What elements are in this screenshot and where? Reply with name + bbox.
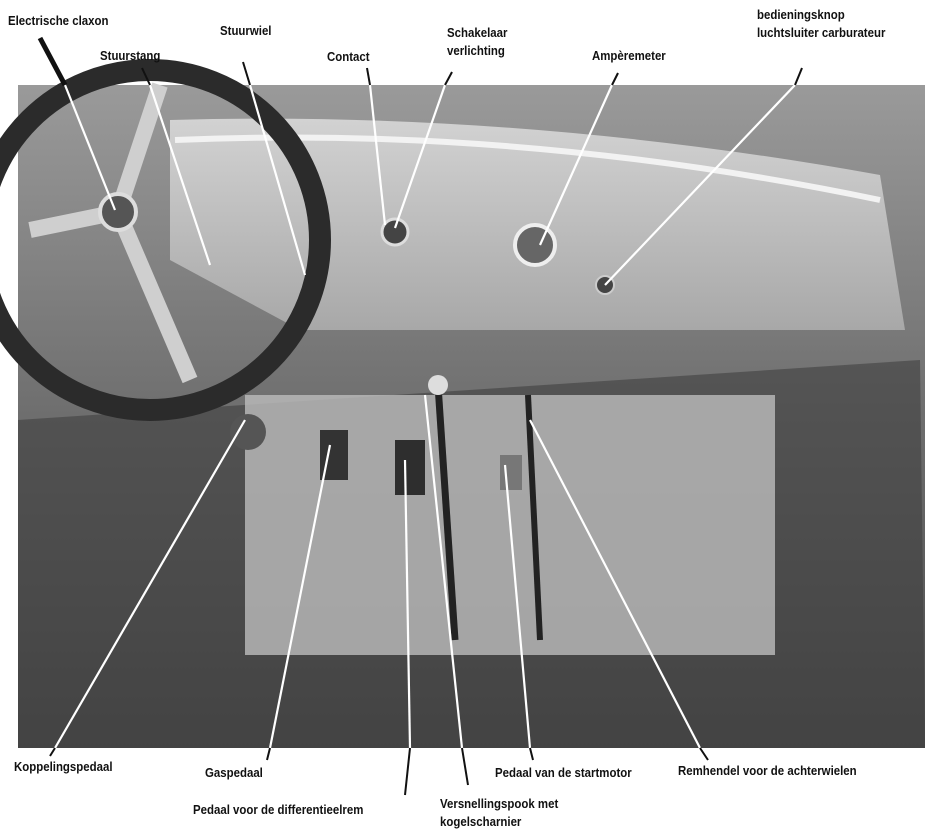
label-light-switch: Schakelaar verlichting (447, 24, 507, 60)
label-steering-column: Stuurstang (100, 48, 161, 63)
label-gas-pedal: Gaspedaal (205, 765, 263, 780)
label-gear-lever-line2: kogelscharnier (440, 814, 522, 829)
brake-lever (525, 394, 543, 641)
label-choke-knob-line1: bedieningsknop (757, 7, 845, 22)
leader-lines-outside (37, 36, 803, 796)
label-gear-lever: Versnellingspook met kogelscharnier (440, 795, 558, 831)
differential-brake-pedal (395, 440, 425, 495)
label-steering-wheel: Stuurwiel (220, 23, 272, 38)
label-light-switch-line2: verlichting (447, 43, 505, 58)
label-light-switch-line1: Schakelaar (447, 25, 508, 40)
label-starter-pedal: Pedaal van de startmotor (495, 765, 632, 780)
claxon-button (98, 192, 138, 232)
label-gear-lever-line1: Versnellingspook met (440, 796, 559, 811)
label-ignition-contact: Contact (327, 49, 370, 64)
gear-lever (434, 384, 459, 641)
light-switch (380, 217, 410, 247)
label-clutch-pedal: Koppelingspedaal (14, 759, 113, 774)
label-differential-brake-pedal: Pedaal voor de differentieelrem (193, 802, 364, 817)
label-electric-horn: Electrische claxon (8, 13, 109, 28)
clutch-pedal (230, 414, 266, 450)
starter-pedal (500, 455, 522, 490)
label-rear-brake-lever: Remhendel voor de achterwielen (678, 763, 857, 778)
ammeter-gauge (513, 223, 557, 267)
label-ammeter: Ampèremeter (592, 48, 666, 63)
gear-knob (428, 375, 448, 395)
label-choke-knob: bedieningsknop luchtsluiter carburateur (757, 6, 885, 42)
label-choke-knob-line2: luchtsluiter carburateur (757, 25, 886, 40)
leader-lines-inside (54, 84, 796, 749)
steering-wheel (0, 59, 331, 421)
